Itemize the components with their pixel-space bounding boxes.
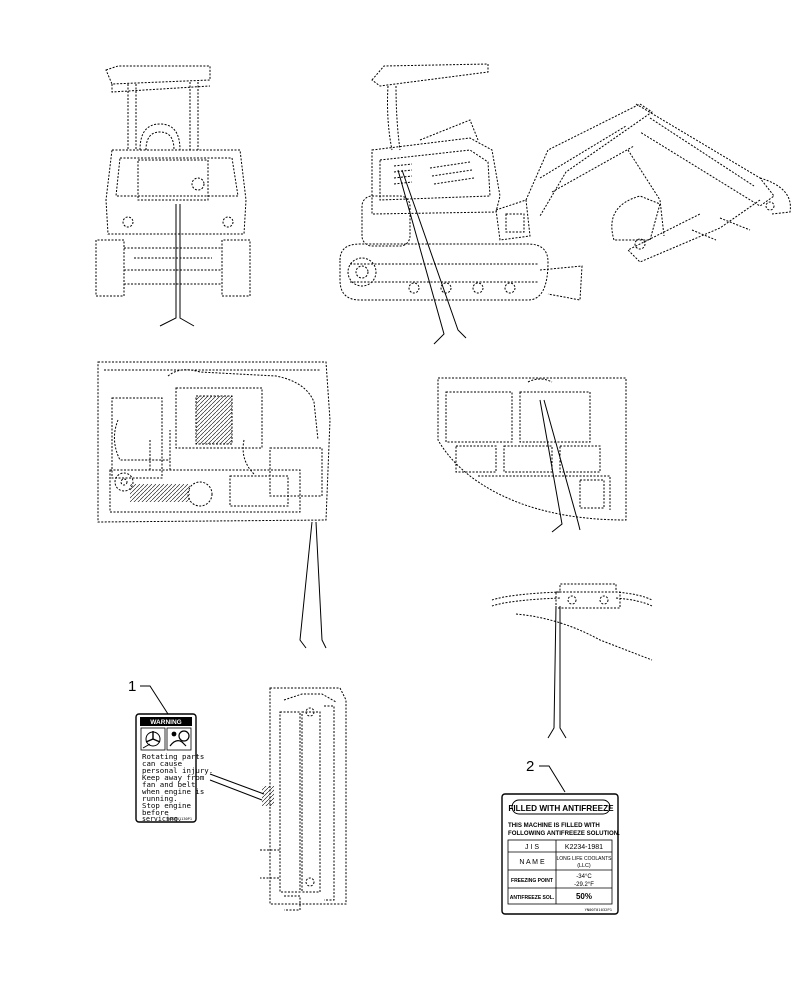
leader-front-view [159,204,195,327]
antifreeze-part-code: YN00T01032P1 [585,907,613,912]
engine-detail-view [97,361,331,523]
warning-line-5: fan and belt [142,780,195,789]
radiator-detail-view [260,687,347,911]
row-name-label: N A M E [519,859,545,866]
row-antifreeze-label: ANTIFREEZE SOL. [510,895,555,901]
row-freezing-value-1: -34°C [576,874,592,880]
row-name-value-2: (LLC) [577,863,591,869]
engine-hatch-fill [196,396,232,444]
leader-panel-view [539,399,581,533]
row-antifreeze-value: 50% [576,892,592,901]
antifreeze-table [507,839,613,905]
antifreeze-decal: FILLED WITH ANTIFREEZE THIS MACHINE IS F… [501,793,620,915]
excavator-front-view [95,65,251,297]
antifreeze-subtitle-1: THIS MACHINE IS FILLED WITH [508,822,600,829]
panel-detail-view [437,377,627,521]
antifreeze-subtitle-2: FOLLOWING ANTIFREEZE SOLUTION. [508,830,620,837]
warning-line-10: servicing. [142,815,182,823]
leader-engine-view [299,521,327,649]
warning-line-3: personal injury. [142,766,213,775]
row-name-value-1: LONG LIFE COOLANTS [556,856,612,862]
callout-2-leader [539,765,566,793]
excavator-side-view [339,63,791,301]
callout-1: 1 [128,678,136,695]
warning-line-8: Stop engine [142,801,191,810]
warning-line-9: before [142,808,169,817]
row-jis-value: K2234-1981 [565,844,603,851]
hand-hazard-icon [166,727,192,751]
warning-line-6: when engine is [142,787,204,796]
row-freezing-label: FREEZING POINT [511,878,553,884]
warning-decal-location [262,786,274,806]
fan-hazard-icon [140,727,166,751]
leader-side-view [397,169,467,345]
antifreeze-title: FILLED WITH ANTIFREEZE [508,804,614,813]
warning-decal: WARNING Rotating parts can cause persona… [135,713,213,823]
callout-2: 2 [526,758,534,775]
warning-line-4: Keep away from [142,773,205,782]
warning-line-1: Rotating parts [142,752,204,761]
callout-1-leader [140,685,169,715]
row-freezing-value-2: -29.2°F [574,882,594,888]
warning-part-code: YN00T01130P1 [166,817,192,821]
warning-line-7: running. [142,794,178,803]
leader-pipe-view [547,605,567,739]
pipe-detail-view [491,583,653,661]
warning-line-2: can cause [142,759,183,768]
leader-radiator-view [209,773,265,801]
engine-component-fill [130,484,190,502]
row-jis-label: J I S [525,844,539,851]
warning-header: WARNING [150,719,181,726]
